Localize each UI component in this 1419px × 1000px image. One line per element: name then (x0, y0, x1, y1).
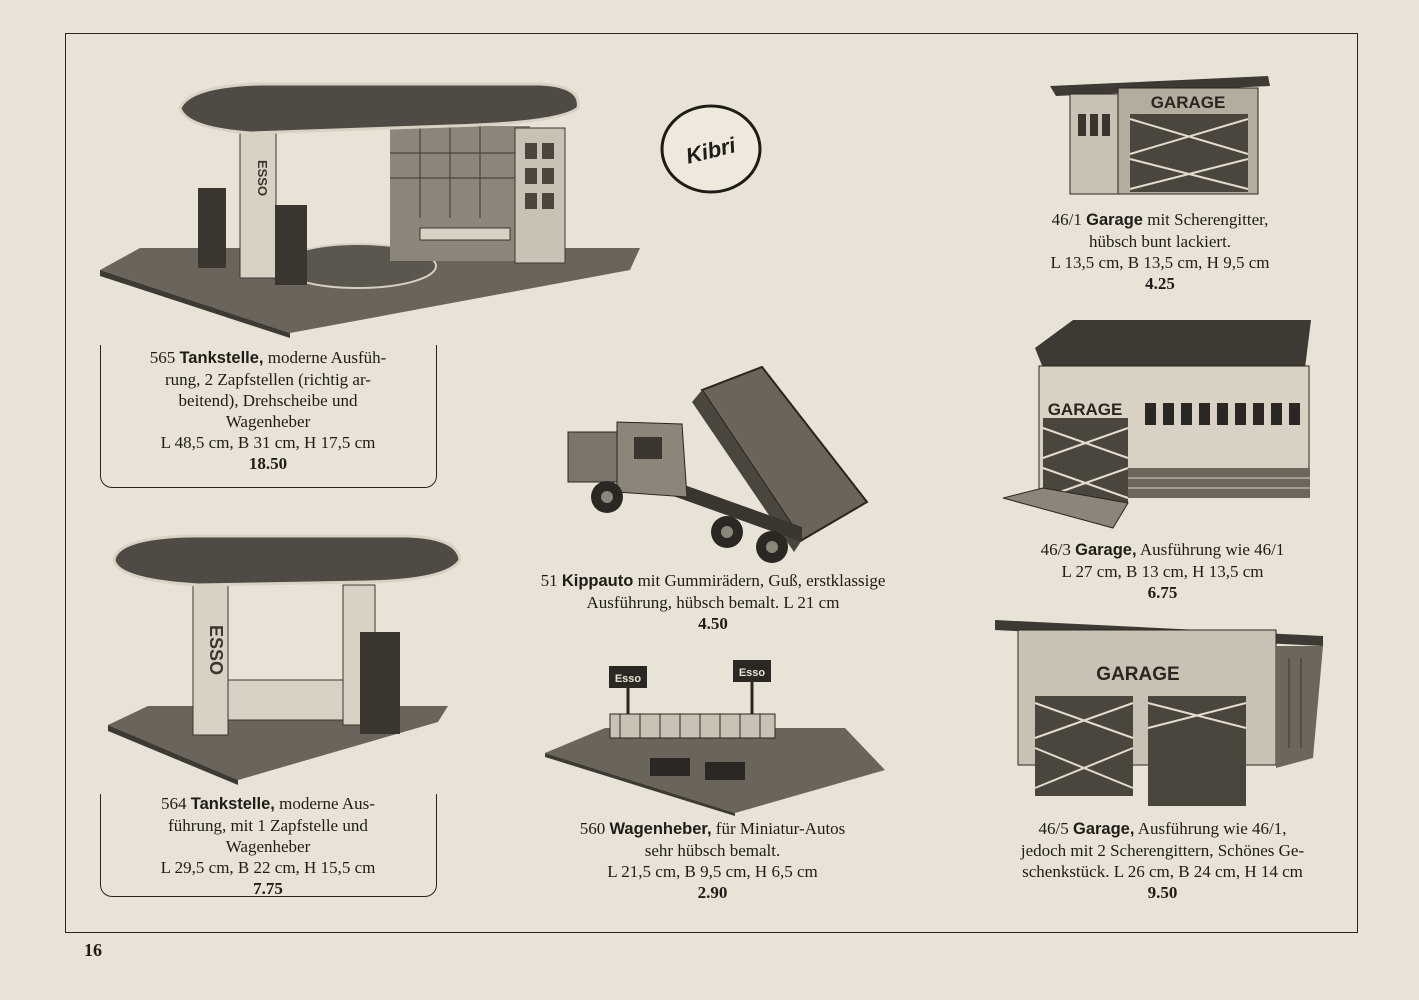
product-51-price: 4.50 (698, 614, 728, 633)
product-565-number: 565 (149, 348, 176, 367)
product-560-price: 2.90 (697, 883, 728, 902)
product-564-name: Tankstelle, (190, 795, 275, 813)
product-564-caption: 564 Tankstelle, moderne Aus- führung, mi… (108, 793, 428, 899)
product-564-bracket (100, 794, 437, 897)
product-565-price: 18.50 (248, 454, 288, 473)
product-560-caption: 560 Wagenheber, für Miniatur-Autos sehr … (520, 818, 905, 903)
product-46-5-caption: 46/5 Garage, Ausführung wie 46/1, jedoch… (985, 818, 1340, 903)
product-46-1-illustration: GARAGE (1050, 76, 1270, 195)
product-51-name: Kippauto (561, 572, 634, 590)
product-46-5-price: 9.50 (1147, 883, 1178, 902)
product-564-price: 7.75 (253, 879, 283, 898)
product-560-sign-right: Esso (739, 667, 766, 679)
product-46-1-sign: GARAGE (1151, 93, 1226, 112)
product-560-sign-left: Esso (615, 673, 642, 685)
product-46-1-caption: 46/1 Garage mit Scherengitter, hübsch bu… (1000, 209, 1320, 294)
catalog-frame (65, 33, 1358, 933)
product-564-sign: ESSO (206, 625, 226, 675)
kibri-logo: Kibri (660, 104, 762, 194)
product-46-3-illustration: GARAGE (1003, 320, 1311, 529)
product-46-5-number: 46/5 (1038, 819, 1069, 838)
product-560-name: Wagenheber, (609, 820, 712, 838)
product-565-bracket (100, 345, 437, 488)
product-565-illustration: ESSO (100, 82, 640, 338)
product-46-3-name: Garage, (1075, 541, 1137, 559)
product-46-3-price: 6.75 (1147, 583, 1178, 602)
product-46-1-name: Garage (1086, 211, 1143, 229)
product-46-1-price: 4.25 (1145, 274, 1175, 293)
product-565-caption: 565 Tankstelle, moderne Ausfüh- rung, 2 … (108, 347, 428, 474)
product-565-name: Tankstelle, (179, 349, 264, 367)
product-46-3-caption: 46/3 Garage, Ausführung wie 46/1 L 27 cm… (985, 539, 1340, 603)
product-46-5-illustration: GARAGE (995, 620, 1323, 806)
product-46-3-number: 46/3 (1040, 540, 1071, 559)
product-564-illustration: ESSO (108, 534, 462, 785)
product-560-number: 560 (579, 819, 606, 838)
product-46-1-number: 46/1 (1051, 210, 1082, 229)
product-51-illustration (567, 365, 869, 563)
product-46-5-sign: GARAGE (1096, 664, 1179, 685)
product-51-caption: 51 Kippauto mit Gummirädern, Guß, erstkl… (478, 570, 948, 634)
product-560-illustration: Esso Esso (545, 660, 885, 816)
product-46-3-sign: GARAGE (1048, 400, 1123, 419)
product-565-sign: ESSO (255, 160, 270, 196)
product-46-5-name: Garage, (1072, 820, 1135, 838)
page-number: 16 (84, 940, 102, 960)
product-51-number: 51 (540, 571, 558, 590)
product-564-number: 564 (161, 794, 187, 813)
